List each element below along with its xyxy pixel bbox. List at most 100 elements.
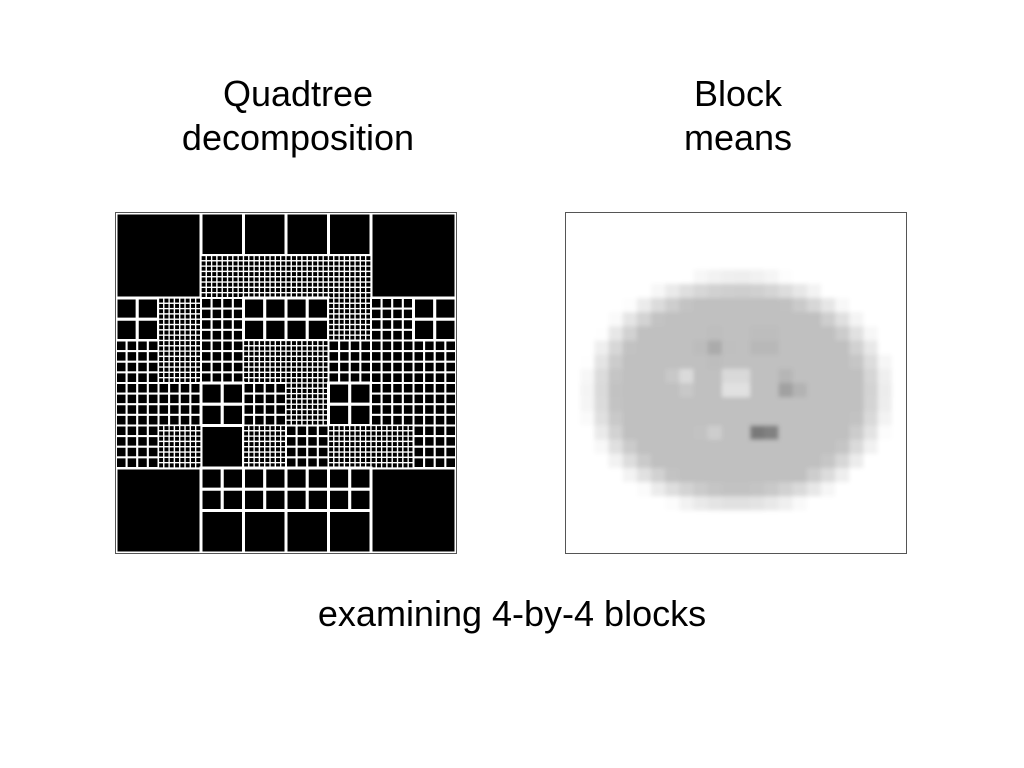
quadtree-block — [216, 281, 223, 289]
quadtree-block — [264, 451, 271, 459]
block-mean-cell — [665, 439, 680, 455]
quadtree-block — [179, 371, 186, 379]
block-mean-cell — [608, 538, 624, 553]
quadtree-block — [179, 302, 186, 310]
quadtree-block — [263, 392, 277, 406]
quadtree-block — [343, 265, 351, 273]
block-mean-cell — [651, 326, 666, 341]
quadtree-block — [248, 361, 255, 368]
block-mean-cell — [863, 326, 879, 341]
block-mean-cell — [580, 468, 595, 483]
quadtree-block — [301, 270, 308, 278]
quadtree-block — [349, 451, 356, 459]
block-mean-cell — [594, 241, 609, 256]
quadtree-block — [135, 317, 160, 342]
block-mean-cell — [849, 368, 864, 384]
quadtree-block — [402, 440, 409, 448]
quadtree-block — [263, 317, 288, 342]
block-mean-cell — [778, 255, 794, 271]
block-mean-cell — [608, 269, 624, 285]
quadtree-block — [343, 318, 351, 326]
quadtree-block — [433, 360, 447, 374]
block-mean-cell — [580, 425, 595, 441]
block-mean-cell — [750, 241, 765, 256]
quadtree-block — [290, 254, 298, 262]
quadtree-block — [338, 329, 346, 336]
block-mean-cell — [736, 482, 751, 497]
quadtree-block — [433, 296, 456, 321]
block-mean-cell — [707, 326, 723, 341]
quadtree-block — [179, 440, 186, 448]
quadtree-block — [157, 424, 165, 432]
quadtree-block — [370, 307, 383, 321]
quadtree-block — [173, 366, 181, 374]
block-mean-cell — [608, 397, 624, 412]
block-mean-cell — [835, 510, 850, 526]
block-mean-cell — [806, 468, 822, 483]
quadtree-block — [391, 307, 404, 321]
quadtree-block — [242, 339, 250, 347]
quadtree-block — [199, 509, 245, 553]
block-mean-cell — [580, 213, 595, 228]
quadtree-block — [365, 451, 372, 459]
quadtree-block — [338, 339, 351, 353]
block-mean-cell — [877, 383, 893, 398]
quadtree-block — [402, 424, 409, 432]
quadtree-block — [200, 360, 213, 374]
block-mean-cell — [806, 524, 822, 540]
block-mean-cell — [636, 312, 652, 327]
block-mean-cell — [792, 397, 808, 412]
quadtree-block — [189, 413, 202, 427]
quadtree-block — [157, 413, 171, 427]
quadtree-block — [386, 462, 393, 469]
quadtree-block — [226, 276, 234, 283]
quadtree-block — [327, 456, 335, 464]
quadtree-block — [173, 456, 181, 464]
block-mean-cell — [566, 213, 581, 228]
quadtree-block — [173, 350, 181, 358]
block-mean-cell — [622, 213, 638, 228]
quadtree-block — [274, 350, 282, 358]
quadtree-block — [327, 276, 335, 283]
quadtree-block — [173, 313, 181, 320]
quadtree-block — [391, 392, 404, 406]
quadtree-block — [221, 339, 234, 353]
quadtree-block — [195, 440, 202, 448]
quadtree-block — [391, 382, 404, 395]
quadtree-block — [280, 270, 287, 278]
block-mean-cell — [594, 411, 609, 426]
quadtree-block — [184, 339, 192, 347]
block-mean-cell — [891, 482, 906, 497]
block-mean-cell — [792, 255, 808, 271]
quadtree-block — [168, 302, 176, 310]
block-mean-cell — [750, 213, 765, 228]
quadtree-block-large — [116, 466, 203, 553]
quadtree-block — [146, 403, 160, 416]
quadtree-block — [173, 424, 181, 432]
quadtree-block — [210, 270, 218, 278]
quadtree-block — [242, 350, 250, 358]
quadtree-block — [333, 307, 340, 315]
block-mean-cell — [707, 283, 723, 299]
quadtree-block — [274, 355, 282, 363]
quadtree-block — [116, 317, 139, 342]
quadtree-block — [306, 403, 314, 411]
block-mean-cell — [566, 283, 581, 299]
block-mean-cell — [636, 269, 652, 285]
quadtree-block — [295, 456, 309, 469]
quadtree-block — [184, 329, 192, 336]
quadtree-block — [402, 456, 409, 464]
block-mean-cell — [863, 241, 879, 256]
quadtree-block — [221, 265, 229, 273]
quadtree-block — [173, 323, 181, 331]
quadtree-block — [391, 318, 404, 331]
quadtree-block — [258, 355, 266, 363]
quadtree-block — [168, 413, 181, 427]
block-mean-cell — [891, 283, 906, 299]
block-mean-cell — [863, 397, 879, 412]
block-mean-cell — [679, 425, 694, 441]
quadtree-block — [200, 260, 207, 267]
quadtree-block — [258, 371, 266, 379]
block-mean-cell — [636, 538, 652, 553]
block-mean-cell — [877, 283, 893, 299]
